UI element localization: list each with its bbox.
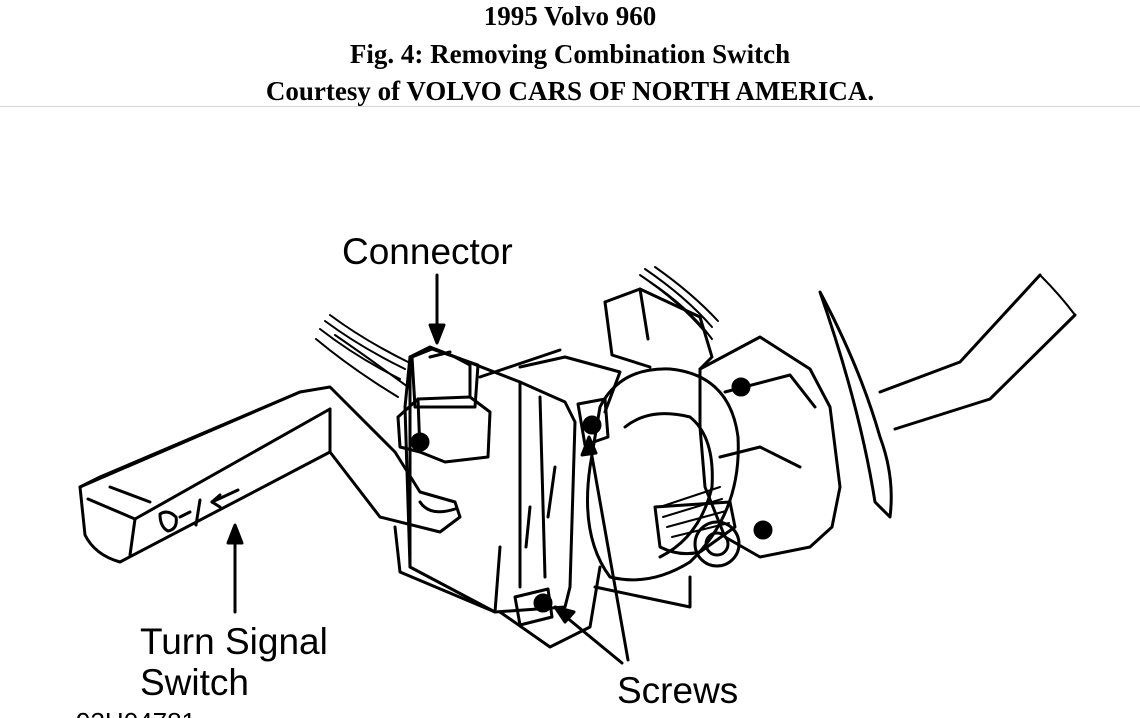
- wire-bundle-left: [315, 314, 411, 398]
- steering-shaft-splines: [586, 367, 741, 609]
- steering-column: [878, 273, 1077, 431]
- connector-label: Connector: [342, 231, 513, 272]
- vehicle-title: 1995 Volvo 960: [483, 1, 657, 31]
- turn-signal-arrow: [226, 523, 244, 614]
- screw-lower: [513, 587, 554, 627]
- turn-signal-lever: [78, 385, 462, 564]
- combination-switch-drawing: Connector Turn Signal Switch Screws 93H0…: [76, 231, 1077, 718]
- courtesy-line: Courtesy of VOLVO CARS OF NORTH AMERICA.: [265, 76, 875, 106]
- switch-housing-right: [603, 287, 893, 559]
- screw-upper: [576, 397, 610, 447]
- screws-label: Screws: [617, 670, 738, 711]
- switch-body: [393, 345, 622, 649]
- screws-arrows: [553, 435, 630, 665]
- turn-signal-label-line2: Switch: [140, 662, 249, 703]
- connector-arrow: [428, 273, 446, 345]
- turn-signal-label-line1: Turn Signal: [140, 621, 328, 662]
- page-header: 1995 Volvo 960 Fig. 4: Removing Combinat…: [0, 0, 1140, 107]
- image-code: 93H04781: [76, 707, 196, 718]
- figure-title: Fig. 4: Removing Combination Switch: [349, 38, 791, 69]
- figure-illustration: Connector Turn Signal Switch Screws 93H0…: [0, 107, 1140, 718]
- connector-block: [396, 347, 492, 464]
- wire-bundle-right: [639, 266, 719, 340]
